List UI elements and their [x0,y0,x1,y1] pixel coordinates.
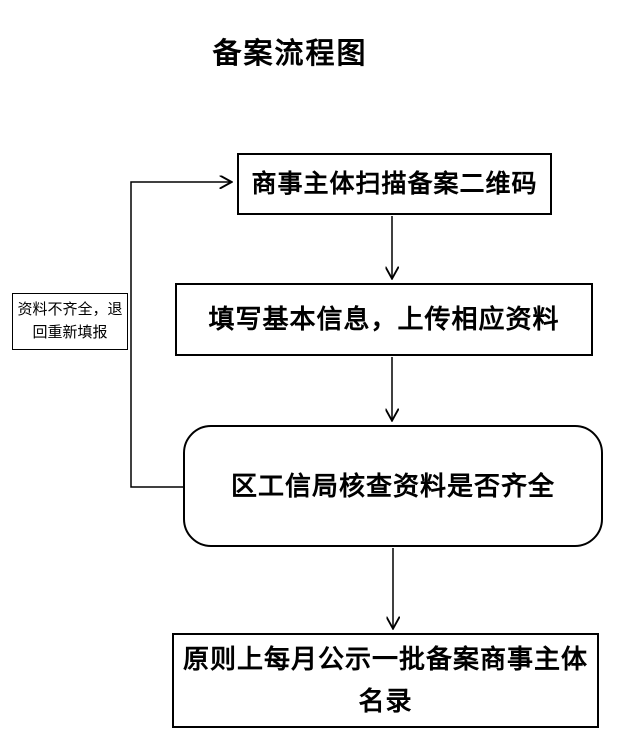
label-materials-incomplete-line2: 回重新填报 [32,323,108,341]
node-publish-directory-line2: 名录 [358,685,413,716]
node-fill-info-upload: 填写基本信息，上传相应资料 [175,283,593,356]
node-publish-directory-line1: 原则上每月公示一批备案商事主体 [182,643,588,674]
label-materials-incomplete-line1: 资料不齐全，退 [17,301,123,318]
label-materials-incomplete-return: 资料不齐全，退 回重新填报 [12,293,128,350]
page-title: 备案流程图 [212,38,368,70]
node-bureau-verify-materials: 区工信局核查资料是否齐全 [183,425,603,547]
node-publish-directory: 原则上每月公示一批备案商事主体 名录 [172,633,599,728]
node-scan-qrcode: 商事主体扫描备案二维码 [237,153,552,215]
